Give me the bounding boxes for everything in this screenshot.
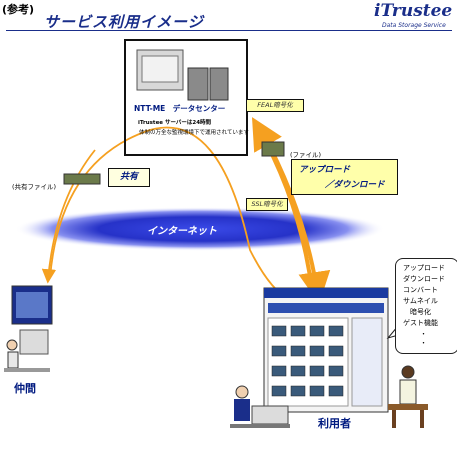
friend-monitor <box>19 329 49 355</box>
datacenter-description-1: iTrustee サーバーは24時間 <box>138 120 212 126</box>
logo-subtitle: Data Storage Service <box>382 22 446 29</box>
internet-label: インターネット <box>147 226 217 237</box>
friend-person <box>6 339 18 351</box>
feature-item: ・ <box>420 339 427 347</box>
upload-label: アップロード <box>299 165 351 175</box>
datacenter-title: NTT-ME データセンター <box>134 104 226 113</box>
share-label: 共有 <box>108 168 150 187</box>
feature-item: アップロード <box>403 264 445 272</box>
datacenter-description-2: 体制の万全な監視環境下で運用されています <box>139 130 249 136</box>
user-label: 利用者 <box>318 417 351 430</box>
feature-list-bubble <box>395 258 457 354</box>
user-person-2 <box>401 365 415 379</box>
download-label: ／ダウンロード <box>325 180 385 190</box>
feal-encryption-label: FEAL暗号化 <box>246 99 304 112</box>
ssl-encryption-label: SSL暗号化 <box>246 198 288 211</box>
shared-file-thumbnail <box>63 173 101 185</box>
reference-label: (参考) <box>2 3 35 16</box>
server-icon <box>187 67 209 101</box>
feature-item: ・ <box>420 330 427 338</box>
datacenter-box <box>124 39 248 156</box>
feature-item: コンバート <box>403 286 438 294</box>
feature-item: サムネイル <box>403 297 438 305</box>
upload-download-box <box>291 159 398 195</box>
feature-item: ダウンロード <box>403 275 445 283</box>
file-label: (ファイル) <box>290 151 322 159</box>
share-arrow-left <box>41 149 96 284</box>
internet-cloud <box>15 207 385 251</box>
server-icon-2 <box>209 67 229 101</box>
user-person <box>235 385 249 399</box>
friend-label: 仲間 <box>14 382 36 395</box>
page-title: サービス利用イメージ <box>44 13 204 31</box>
shared-file-label: (共有ファイル) <box>12 183 57 191</box>
logo: iTrustee <box>374 1 453 21</box>
feature-item: 暗号化 <box>410 308 431 316</box>
share-arc <box>49 126 294 302</box>
file-thumbnail <box>261 141 285 157</box>
feature-item: ゲスト機能 <box>403 319 438 327</box>
title-underline <box>6 30 452 31</box>
